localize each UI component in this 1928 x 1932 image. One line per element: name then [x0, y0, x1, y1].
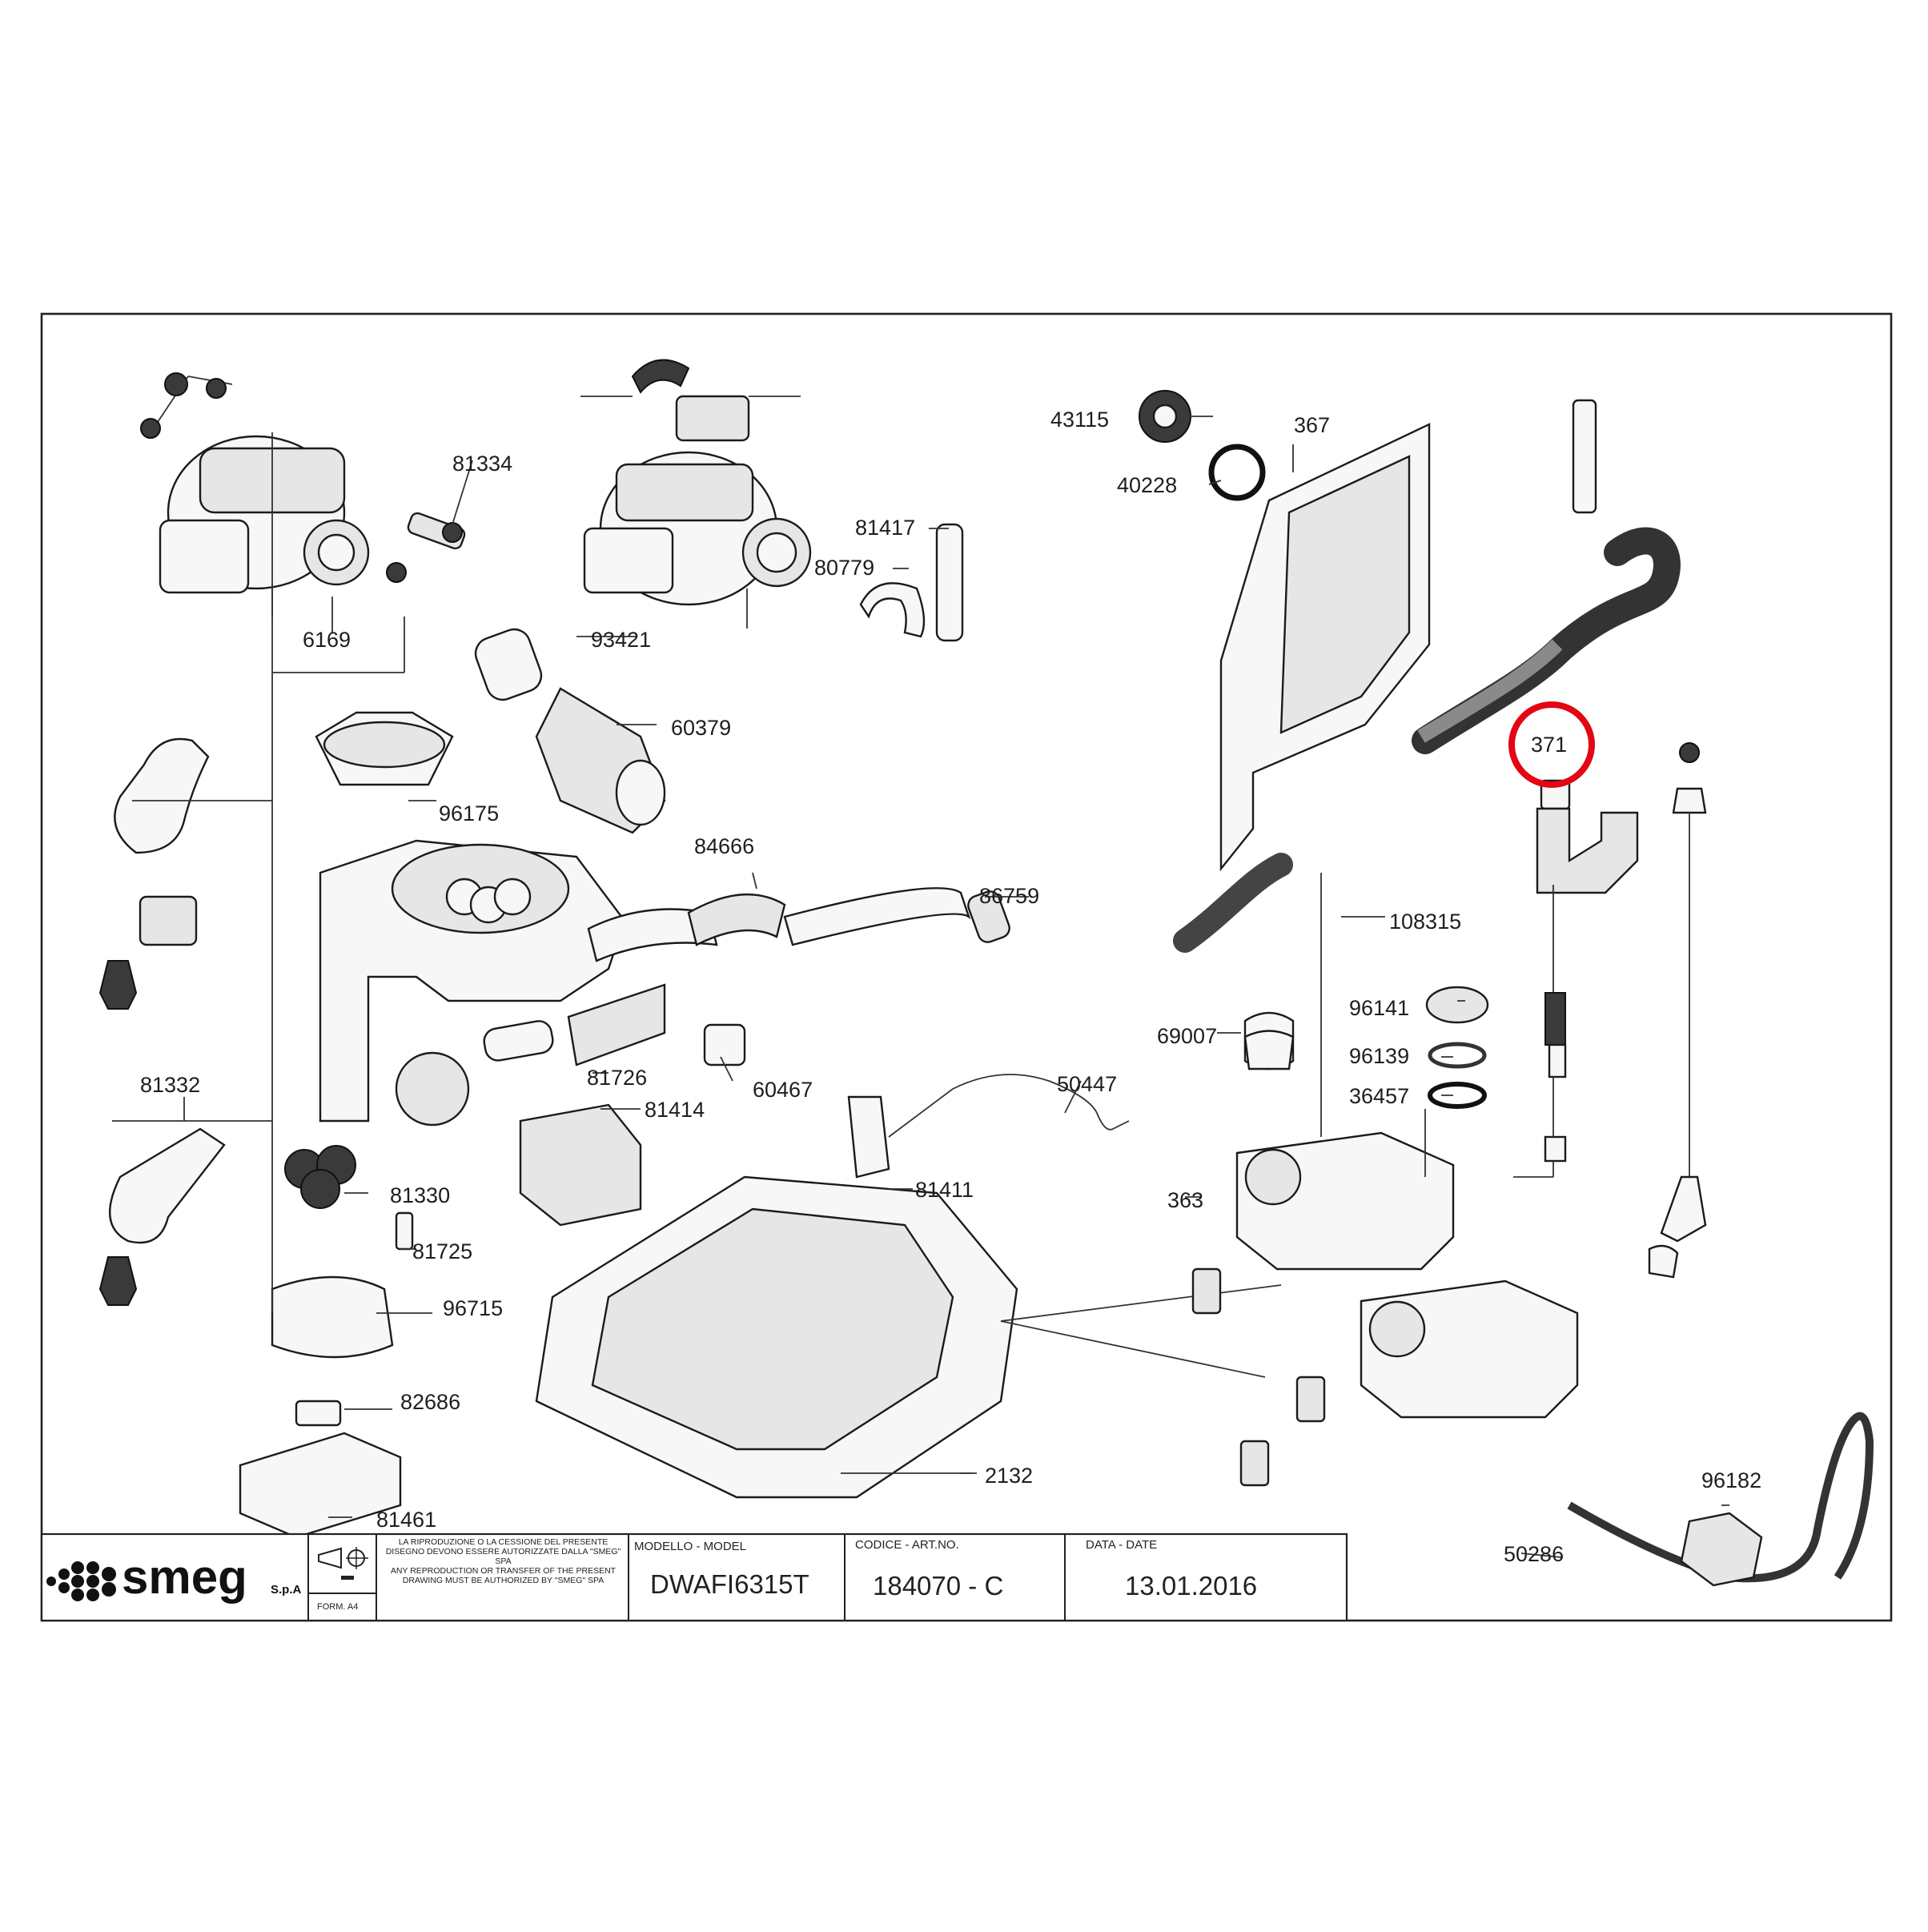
part-label-6169: 6169 [303, 628, 351, 652]
part-label-81417: 81417 [855, 516, 915, 540]
part-label-36457: 36457 [1349, 1084, 1409, 1108]
part-label-81414: 81414 [645, 1098, 705, 1122]
part-label-86759: 86759 [979, 884, 1039, 908]
part-label-81330: 81330 [390, 1183, 450, 1207]
part-label-81411: 81411 [915, 1178, 974, 1202]
model-value: DWAFI6315T [650, 1569, 809, 1599]
vent-pipe [859, 523, 964, 642]
code-value: 184070 - C [873, 1571, 1003, 1601]
smeg-logo-dots [46, 1561, 116, 1601]
pressure-switch-371 [1536, 779, 1639, 1163]
part-label-371: 371 [1531, 733, 1567, 757]
model-header: MODELLO - MODEL [634, 1540, 746, 1553]
copyright-notice-english: ANY REPRODUCTION OR TRANSFER OF THE PRES… [390, 1566, 617, 1585]
detergent-dispenser-363 [1191, 873, 1579, 1487]
code-header: CODICE - ART.NO. [855, 1538, 959, 1552]
date-header: DATA - DATE [1086, 1538, 1157, 1552]
part-label-96715: 96715 [443, 1296, 503, 1320]
part-label-50286: 50286 [1504, 1542, 1564, 1566]
part-label-60467: 60467 [753, 1078, 813, 1102]
part-label-81725: 81725 [412, 1239, 472, 1263]
part-label-81334: 81334 [452, 452, 512, 476]
part-label-367: 367 [1294, 413, 1330, 437]
part-labels: 81334 6169 93421 60379 96175 81417 80779… [140, 408, 1761, 1566]
copyright-notice-italian: LA RIPRODUZIONE O LA CESSIONE DEL PRESEN… [385, 1537, 621, 1566]
right-column-parts [1567, 742, 1874, 1587]
part-label-60379: 60379 [671, 716, 731, 740]
pump-motor-6169 [140, 372, 466, 617]
part-label-96182: 96182 [1701, 1468, 1761, 1492]
filter-96175 [315, 711, 454, 786]
highlight-circle-371 [1508, 701, 1595, 788]
part-label-40228: 40228 [1117, 473, 1177, 497]
part-label-93421: 93421 [591, 628, 651, 652]
date-value: 13.01.2016 [1125, 1571, 1257, 1601]
part-label-80779: 80779 [814, 556, 874, 580]
heater-element [474, 628, 666, 834]
part-label-96141: 96141 [1349, 996, 1409, 1020]
title-block: smeg S.p.A FORM. A4 LA RIPRODUZIONE O LA… [40, 1532, 1348, 1622]
part-label-81726: 81726 [587, 1066, 647, 1090]
part-label-108315: 108315 [1389, 910, 1461, 934]
part-label-82686: 82686 [400, 1390, 460, 1414]
part-label-84666: 84666 [694, 834, 754, 858]
drain-hose [1173, 399, 1681, 953]
sump-assembly [319, 839, 1010, 1127]
part-label-96139: 96139 [1349, 1044, 1409, 1068]
base-frame-2132 [535, 1175, 1282, 1499]
brand-suffix: S.p.A [271, 1583, 302, 1597]
part-label-81332: 81332 [140, 1073, 200, 1097]
leader-lines [183, 416, 1729, 1558]
wash-pump [580, 359, 812, 629]
part-label-50447: 50447 [1057, 1072, 1117, 1096]
left-column-parts [98, 432, 414, 1539]
panel-367 [1219, 423, 1431, 872]
form-size: FORM. A4 [317, 1602, 358, 1612]
part-label-363: 363 [1167, 1188, 1203, 1212]
part-label-69007: 69007 [1157, 1024, 1217, 1048]
projection-symbol-icon [318, 1547, 368, 1580]
gaskets [1243, 986, 1489, 1109]
part-label-96175: 96175 [439, 801, 499, 825]
part-label-43115: 43115 [1050, 408, 1109, 432]
brand-name: smeg [122, 1550, 247, 1604]
part-label-2132: 2132 [985, 1464, 1033, 1488]
part-label-81461: 81461 [376, 1508, 436, 1532]
